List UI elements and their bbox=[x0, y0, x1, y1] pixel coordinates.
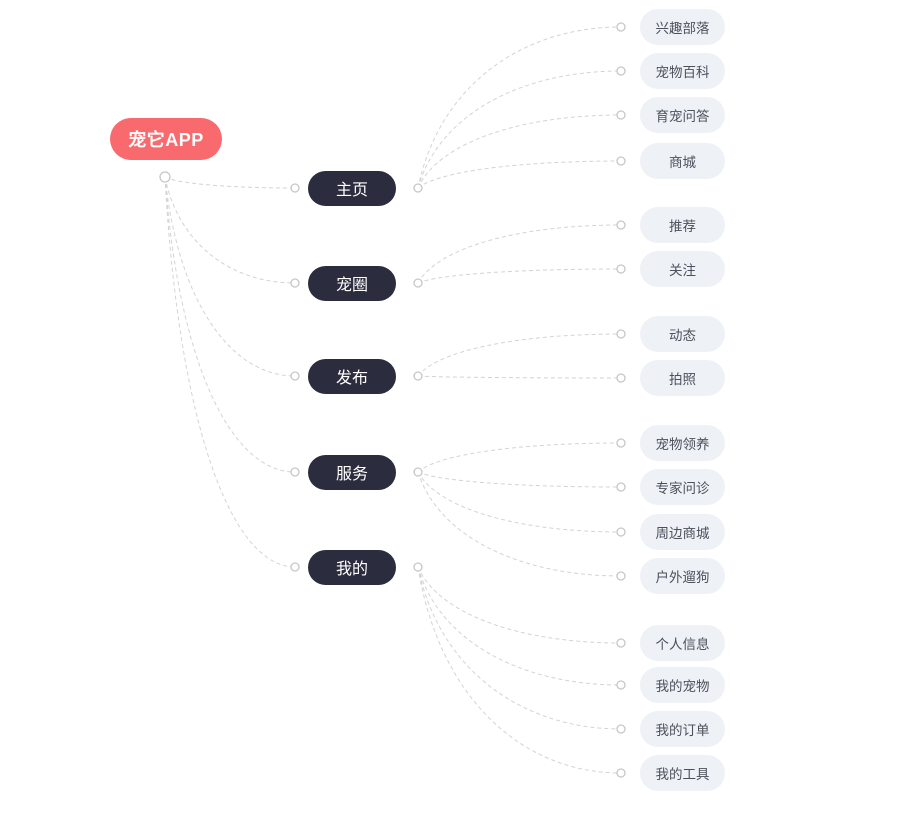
connector-dot[interactable] bbox=[616, 438, 626, 448]
leaf-node[interactable]: 周边商城 bbox=[640, 514, 725, 550]
connector-dot[interactable] bbox=[616, 22, 626, 32]
leaf-node[interactable]: 宠物百科 bbox=[640, 53, 725, 89]
leaf-node[interactable]: 推荐 bbox=[640, 207, 725, 243]
connector-dot[interactable] bbox=[616, 638, 626, 648]
leaf-node[interactable]: 我的订单 bbox=[640, 711, 725, 747]
leaf-node[interactable]: 宠物领养 bbox=[640, 425, 725, 461]
leaf-node[interactable]: 户外遛狗 bbox=[640, 558, 725, 594]
connector-dot[interactable] bbox=[290, 278, 300, 288]
branch-node-services[interactable]: 服务 bbox=[308, 454, 396, 490]
mindmap-edge bbox=[417, 26, 622, 189]
leaf-node[interactable]: 个人信息 bbox=[640, 625, 725, 661]
mindmap-edge bbox=[164, 176, 296, 284]
connector-dot[interactable] bbox=[616, 156, 626, 166]
mindmap-edge bbox=[164, 176, 296, 377]
mindmap-edge bbox=[417, 471, 622, 577]
leaf-node[interactable]: 商城 bbox=[640, 143, 725, 179]
connector-dot[interactable] bbox=[290, 562, 300, 572]
mindmap-edge bbox=[164, 176, 296, 189]
mindmap-edge bbox=[417, 566, 622, 774]
leaf-node[interactable]: 动态 bbox=[640, 316, 725, 352]
connector-dot[interactable] bbox=[290, 371, 300, 381]
connector-dot[interactable] bbox=[413, 562, 423, 572]
connector-dot[interactable] bbox=[616, 482, 626, 492]
leaf-node[interactable]: 我的宠物 bbox=[640, 667, 725, 703]
connector-dot[interactable] bbox=[616, 571, 626, 581]
connector-dot[interactable] bbox=[616, 680, 626, 690]
leaf-node[interactable]: 兴趣部落 bbox=[640, 9, 725, 45]
connector-dot[interactable] bbox=[413, 467, 423, 477]
connector-dot[interactable] bbox=[616, 264, 626, 274]
leaf-node[interactable]: 关注 bbox=[640, 251, 725, 287]
mindmap-edge bbox=[417, 224, 622, 284]
mindmap-edge bbox=[164, 176, 296, 568]
connector-dot[interactable] bbox=[290, 467, 300, 477]
leaf-node[interactable]: 专家问诊 bbox=[640, 469, 725, 505]
mindmap-edge bbox=[417, 375, 622, 379]
connector-dot[interactable] bbox=[413, 183, 423, 193]
connector-dot[interactable] bbox=[616, 220, 626, 230]
connector-dot[interactable] bbox=[616, 373, 626, 383]
connector-dot[interactable] bbox=[616, 768, 626, 778]
branch-node-publish[interactable]: 发布 bbox=[308, 358, 396, 394]
connector-dot[interactable] bbox=[616, 724, 626, 734]
mindmap-edge bbox=[417, 471, 622, 533]
mindmap-edge bbox=[417, 268, 622, 284]
connector-dot[interactable] bbox=[616, 110, 626, 120]
connector-dot[interactable] bbox=[413, 371, 423, 381]
connector-dot[interactable] bbox=[159, 171, 171, 183]
branch-node-home[interactable]: 主页 bbox=[308, 170, 396, 206]
connector-dot[interactable] bbox=[616, 66, 626, 76]
mindmap-edge bbox=[164, 176, 296, 473]
connector-dot[interactable] bbox=[616, 527, 626, 537]
connector-dot[interactable] bbox=[616, 329, 626, 339]
mindmap-edge bbox=[417, 160, 622, 189]
mindmap-edge bbox=[417, 333, 622, 377]
mindmap-edge bbox=[417, 471, 622, 488]
root-node-app[interactable]: 宠它APP bbox=[110, 118, 222, 160]
mindmap-edge bbox=[417, 442, 622, 473]
branch-node-mine[interactable]: 我的 bbox=[308, 549, 396, 585]
branch-node-petcircle[interactable]: 宠圈 bbox=[308, 265, 396, 301]
leaf-node[interactable]: 拍照 bbox=[640, 360, 725, 396]
mindmap-edge bbox=[417, 566, 622, 644]
connector-dot[interactable] bbox=[413, 278, 423, 288]
mindmap-edge bbox=[417, 114, 622, 189]
connector-dot[interactable] bbox=[290, 183, 300, 193]
mindmap-edge bbox=[417, 566, 622, 686]
mindmap-edge bbox=[417, 566, 622, 730]
leaf-node[interactable]: 育宠问答 bbox=[640, 97, 725, 133]
mindmap-edge bbox=[417, 70, 622, 189]
leaf-node[interactable]: 我的工具 bbox=[640, 755, 725, 791]
